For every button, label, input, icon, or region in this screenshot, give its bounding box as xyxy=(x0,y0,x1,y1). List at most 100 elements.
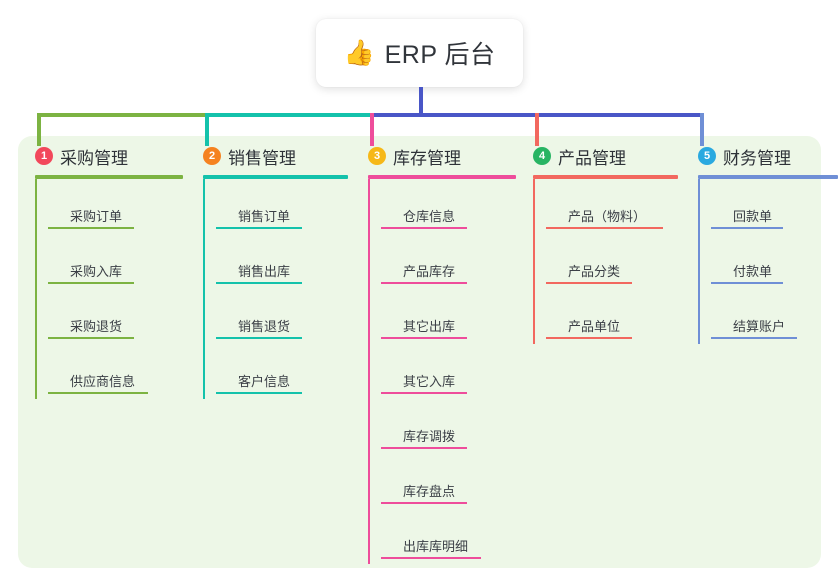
column-header-rule-2 xyxy=(203,175,348,179)
list-item[interactable]: 出库库明细 xyxy=(381,509,516,564)
item-label: 产品库存 xyxy=(403,264,456,279)
item-rule xyxy=(48,227,134,229)
item-spine-2 xyxy=(203,179,205,399)
list-item[interactable]: 采购入库 xyxy=(48,234,183,289)
item-label: 产品（物料） xyxy=(568,209,647,224)
item-rule xyxy=(48,337,134,339)
column-header-4[interactable]: 4 产品管理 xyxy=(533,144,678,168)
item-label: 库存调拨 xyxy=(403,429,456,444)
list-item[interactable]: 回款单 xyxy=(711,179,838,234)
bus-segment-mid xyxy=(205,113,370,117)
item-label: 产品分类 xyxy=(568,264,621,279)
item-rule xyxy=(216,392,302,394)
item-label: 销售订单 xyxy=(238,209,291,224)
item-rule xyxy=(381,392,467,394)
list-item[interactable]: 采购订单 xyxy=(48,179,183,234)
column-header-1[interactable]: 1 采购管理 xyxy=(35,144,183,168)
root-node[interactable]: 👍 ERP 后台 xyxy=(316,19,523,87)
list-item[interactable]: 其它入库 xyxy=(381,344,516,399)
column-title-1: 采购管理 xyxy=(60,148,128,168)
item-spine-4 xyxy=(533,179,535,344)
item-label: 采购订单 xyxy=(70,209,123,224)
column-drop-4 xyxy=(535,113,539,146)
column-title-4: 产品管理 xyxy=(558,148,626,168)
item-rule xyxy=(546,282,632,284)
item-label: 供应商信息 xyxy=(70,374,136,389)
item-label: 销售退货 xyxy=(238,319,291,334)
column-header-3[interactable]: 3 库存管理 xyxy=(368,144,516,168)
item-rule xyxy=(546,337,632,339)
item-rule xyxy=(546,227,663,229)
column-drop-5 xyxy=(700,113,704,146)
item-list-5: 回款单付款单结算账户 xyxy=(698,179,838,344)
item-label: 付款单 xyxy=(733,264,773,279)
item-spine-3 xyxy=(368,179,370,564)
item-label: 采购退货 xyxy=(70,319,123,334)
list-item[interactable]: 销售订单 xyxy=(216,179,348,234)
column-badge-2: 2 xyxy=(203,147,221,165)
list-item[interactable]: 仓库信息 xyxy=(381,179,516,234)
list-item[interactable]: 产品（物料） xyxy=(546,179,678,234)
column-drop-3 xyxy=(370,113,374,146)
item-rule xyxy=(381,337,467,339)
item-rule xyxy=(381,227,467,229)
column-badge-1: 1 xyxy=(35,147,53,165)
item-label: 客户信息 xyxy=(238,374,291,389)
column-4: 4 产品管理产品（物料） 产品分类产品单位 xyxy=(533,144,678,344)
item-rule xyxy=(711,282,783,284)
column-title-5: 财务管理 xyxy=(723,148,791,168)
column-title-3: 库存管理 xyxy=(393,148,461,168)
column-drop-1 xyxy=(37,113,41,146)
column-badge-3: 3 xyxy=(368,147,386,165)
list-item[interactable]: 付款单 xyxy=(711,234,838,289)
column-header-rule-4 xyxy=(533,175,678,179)
list-item[interactable]: 产品单位 xyxy=(546,289,678,344)
list-item[interactable]: 供应商信息 xyxy=(48,344,183,399)
list-item[interactable]: 产品分类 xyxy=(546,234,678,289)
item-label: 回款单 xyxy=(733,209,773,224)
bus-segment-left xyxy=(37,113,205,117)
list-item[interactable]: 产品库存 xyxy=(381,234,516,289)
item-label: 其它出库 xyxy=(403,319,456,334)
list-item[interactable]: 客户信息 xyxy=(216,344,348,399)
item-rule xyxy=(381,282,467,284)
item-label: 销售出库 xyxy=(238,264,291,279)
item-list-1: 采购订单采购入库采购退货供应商信息 xyxy=(35,179,183,399)
item-label: 仓库信息 xyxy=(403,209,456,224)
item-rule xyxy=(711,337,797,339)
thumbs-up-icon: 👍 xyxy=(343,38,375,67)
item-list-4: 产品（物料） 产品分类产品单位 xyxy=(533,179,678,344)
content-panel xyxy=(18,136,821,568)
item-label: 其它入库 xyxy=(403,374,456,389)
item-rule xyxy=(48,282,134,284)
list-item[interactable]: 销售退货 xyxy=(216,289,348,344)
list-item[interactable]: 库存盘点 xyxy=(381,454,516,509)
root-stem xyxy=(419,87,423,117)
item-rule xyxy=(711,227,783,229)
item-label: 采购入库 xyxy=(70,264,123,279)
item-list-2: 销售订单销售出库销售退货客户信息 xyxy=(203,179,348,399)
item-label: 产品单位 xyxy=(568,319,621,334)
column-badge-4: 4 xyxy=(533,147,551,165)
item-rule xyxy=(216,337,302,339)
item-label: 库存盘点 xyxy=(403,484,456,499)
item-list-3: 仓库信息产品库存其它出库其它入库库存调拨库存盘点出库库明细 xyxy=(368,179,516,564)
root-node-title: ERP 后台 xyxy=(384,41,496,69)
item-rule xyxy=(216,282,302,284)
column-header-rule-1 xyxy=(35,175,183,179)
item-label: 出库库明细 xyxy=(403,539,469,554)
list-item[interactable]: 库存调拨 xyxy=(381,399,516,454)
list-item[interactable]: 销售出库 xyxy=(216,234,348,289)
column-header-rule-3 xyxy=(368,175,516,179)
list-item[interactable]: 其它出库 xyxy=(381,289,516,344)
column-3: 3 库存管理仓库信息产品库存其它出库其它入库库存调拨库存盘点出库库明细 xyxy=(368,144,516,564)
item-rule xyxy=(381,447,467,449)
item-rule xyxy=(48,392,148,394)
list-item[interactable]: 结算账户 xyxy=(711,289,838,344)
list-item[interactable]: 采购退货 xyxy=(48,289,183,344)
